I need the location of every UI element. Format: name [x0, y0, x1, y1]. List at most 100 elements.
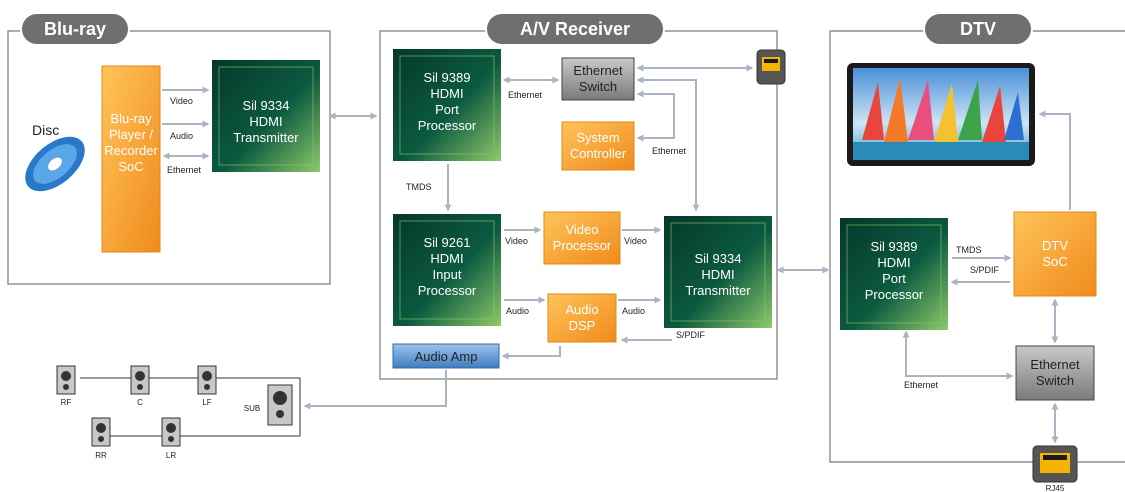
- audio-dsp-line1: Audio: [565, 302, 598, 317]
- dtv-soc-box: DTV SoC: [1013, 211, 1097, 297]
- speaker-icon: [197, 365, 217, 395]
- speaker-rr: RR: [91, 417, 111, 460]
- speaker-c-label: C: [137, 398, 143, 407]
- amp-to-speakers-arrow: [303, 370, 447, 410]
- bluray-soc-line1: Blu-ray: [110, 111, 152, 126]
- audio-amp-label: Audio Amp: [415, 349, 478, 364]
- receiver-port-line3: Port: [435, 102, 459, 117]
- dtv-ethernet-switch-box: Ethernet Switch: [1015, 345, 1095, 401]
- receiver-input-processor-chip: Sil 9261 HDMI Input Processor: [393, 214, 501, 326]
- audio-dsp-line2: DSP: [569, 318, 596, 333]
- receiver-switch-line2: Switch: [579, 79, 617, 94]
- soc-to-screen-arrow: [1038, 110, 1071, 210]
- speaker-rf: RF: [56, 365, 76, 407]
- receiver-transmitter-chip: Sil 9334 HDMI Transmitter: [664, 216, 772, 328]
- speaker-lf: LF: [197, 365, 217, 407]
- receiver-switch-line1: Ethernet: [573, 63, 623, 78]
- video-processor-box: Video Processor: [543, 211, 621, 265]
- bluray-section-title: Blu-ray: [20, 12, 130, 46]
- bluray-soc-box: Blu-ray Player / Recorder SoC: [101, 65, 161, 253]
- speaker-icon: [161, 417, 181, 447]
- speaker-lr: LR: [161, 417, 181, 460]
- receiver-transmitter-line1: Sil 9334: [695, 251, 742, 266]
- video-processor-line2: Processor: [553, 238, 612, 253]
- speaker-lf-label: LF: [202, 398, 211, 407]
- speaker-wiring: [80, 377, 301, 437]
- bluray-soc-line3: Recorder: [104, 143, 158, 158]
- speaker-icon: [130, 365, 150, 395]
- disc-label: Disc: [32, 122, 59, 138]
- receiver-transmitter-line2: HDMI: [701, 267, 734, 282]
- receiver-title-text: A/V Receiver: [520, 19, 630, 39]
- dtv-port-processor-chip: Sil 9389 HDMI Port Processor: [840, 218, 948, 330]
- disc-icon: [25, 136, 85, 192]
- rj45-label: RJ45: [1046, 484, 1065, 492]
- bluray-transmitter-chip: Sil 9334 HDMI Transmitter: [212, 60, 320, 172]
- receiver-ethernet-label-b: Ethernet: [652, 146, 687, 156]
- switch-to-controller-arrow: [636, 90, 675, 142]
- bluray-soc-line2: Player /: [109, 127, 153, 142]
- speaker-rf-label: RF: [61, 398, 72, 407]
- receiver-port-processor-chip: Sil 9389 HDMI Port Processor: [393, 49, 501, 161]
- bluray-audio-label: Audio: [170, 131, 193, 141]
- receiver-input-line2: HDMI: [430, 251, 463, 266]
- bluray-soc-line4: SoC: [118, 159, 143, 174]
- dtv-port-line2: HDMI: [877, 255, 910, 270]
- dtv-tmds-label: TMDS: [956, 245, 982, 255]
- speaker-icon: [91, 417, 111, 447]
- receiver-video-label-b: Video: [624, 236, 647, 246]
- speaker-c: C: [130, 365, 150, 407]
- system-controller-box: System Controller: [561, 121, 635, 171]
- receiver-ethernet-switch-box: Ethernet Switch: [561, 57, 635, 101]
- receiver-tmds-label: TMDS: [406, 182, 432, 192]
- speaker-rr-label: RR: [95, 451, 107, 460]
- system-controller-line1: System: [576, 130, 619, 145]
- receiver-input-line3: Input: [433, 267, 462, 282]
- receiver-input-line1: Sil 9261: [424, 235, 471, 250]
- dtv-port-line1: Sil 9389: [871, 239, 918, 254]
- bluray-section-frame: [7, 30, 331, 285]
- video-processor-line1: Video: [565, 222, 598, 237]
- dtv-port-line4: Processor: [865, 287, 924, 302]
- dtv-title-text: DTV: [960, 19, 996, 39]
- bluray-transmitter-line3: Transmitter: [233, 130, 299, 145]
- speaker-icon: [267, 384, 293, 426]
- dtv-spdif-label: S/PDIF: [970, 265, 1000, 275]
- receiver-input-line4: Processor: [418, 283, 477, 298]
- receiver-port-line1: Sil 9389: [424, 70, 471, 85]
- dsp-to-amp-arrow: [501, 346, 561, 360]
- bluray-ethernet-label: Ethernet: [167, 165, 202, 175]
- dtv-port-to-switch-arrow: [902, 330, 1014, 380]
- bluray-transmitter-line1: Sil 9334: [243, 98, 290, 113]
- speaker-icon: [56, 365, 76, 395]
- receiver-transmitter-line3: Transmitter: [685, 283, 751, 298]
- audio-amp-box: Audio Amp: [392, 343, 500, 369]
- bluray-transmitter-line2: HDMI: [249, 114, 282, 129]
- dtv-soc-line1: DTV: [1042, 238, 1068, 253]
- system-controller-line2: Controller: [570, 146, 627, 161]
- receiver-port-line2: HDMI: [430, 86, 463, 101]
- audio-dsp-box: Audio DSP: [547, 293, 617, 343]
- tv-picture-sailboats: [847, 63, 1035, 166]
- dtv-rj45-port-icon: [1032, 445, 1078, 483]
- receiver-video-label-a: Video: [505, 236, 528, 246]
- speaker-sub: SUB: [244, 384, 293, 426]
- receiver-ethernet-label-a: Ethernet: [508, 90, 543, 100]
- bluray-video-label: Video: [170, 96, 193, 106]
- receiver-audio-label-a: Audio: [506, 306, 529, 316]
- receiver-section-title: A/V Receiver: [485, 12, 665, 46]
- receiver-audio-label-b: Audio: [622, 306, 645, 316]
- receiver-spdif-label: S/PDIF: [676, 330, 706, 340]
- speaker-sub-label: SUB: [244, 404, 260, 413]
- receiver-port-line4: Processor: [418, 118, 477, 133]
- receiver-rj45-port-icon: [756, 49, 786, 85]
- dtv-port-line3: Port: [882, 271, 906, 286]
- dtv-section-title: DTV: [923, 12, 1033, 46]
- switch-to-transmitter-arrow: [636, 76, 700, 212]
- dtv-soc-line2: SoC: [1042, 254, 1067, 269]
- bluray-title-text: Blu-ray: [44, 19, 106, 39]
- dtv-switch-line2: Switch: [1036, 373, 1074, 388]
- speaker-lr-label: LR: [166, 451, 176, 460]
- dtv-ethernet-label: Ethernet: [904, 380, 939, 390]
